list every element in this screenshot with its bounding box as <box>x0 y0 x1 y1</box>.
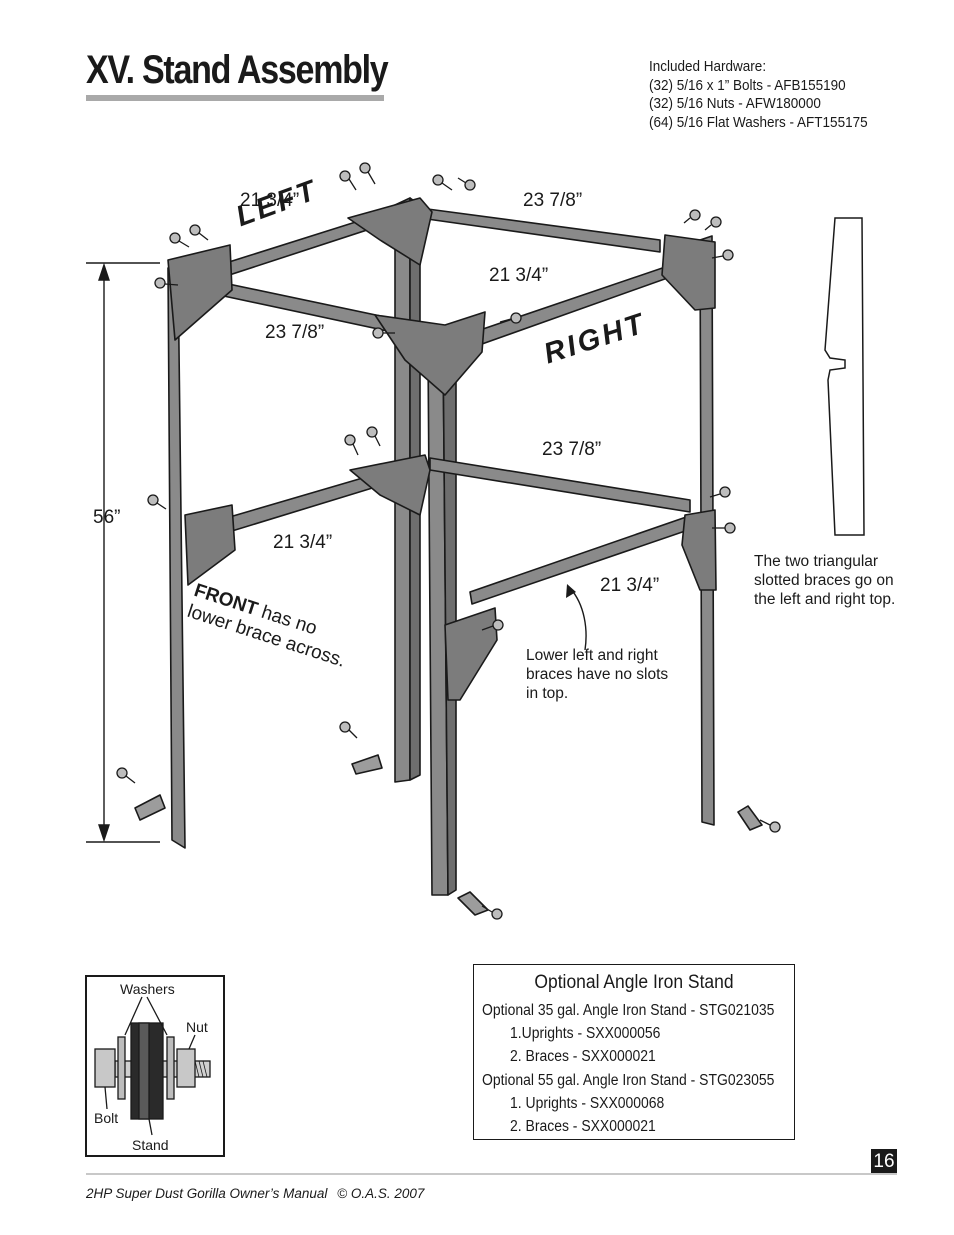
page-title: XV. Stand Assembly <box>86 48 389 92</box>
leader-line <box>146 996 168 1036</box>
foot-bracket <box>457 891 489 916</box>
bolt-icon <box>759 819 781 833</box>
optional-stand-line: 1.Uprights - SXX000056 <box>510 1025 661 1042</box>
footer-copyright: © O.A.S. 2007 <box>337 1186 425 1201</box>
bolt-assembly-diagram <box>94 996 211 1136</box>
top-rear-brace <box>419 207 661 253</box>
optional-stand-box: Optional Angle Iron Stand Optional 35 ga… <box>473 964 795 1140</box>
lower-brace-pointer-arrow <box>566 584 587 651</box>
dim-rear-top: 23 7/8” <box>523 190 583 211</box>
bolt-icon <box>704 216 722 231</box>
bolt-icon <box>366 426 381 447</box>
hardware-item: (32) 5/16 Nuts - AFW180000 <box>649 95 821 112</box>
footer-rule <box>86 1173 897 1175</box>
gusset-front-right-lower <box>444 607 498 701</box>
page-number: 16 <box>871 1149 897 1175</box>
optional-stand-line: 2. Braces - SXX000021 <box>510 1048 656 1065</box>
washer-detail-box: Washers Nut Bolt Stand <box>85 975 225 1157</box>
gusset-rear-right-lower <box>681 509 717 591</box>
gusset-rear-right-top <box>661 234 716 311</box>
bolt-icon <box>189 224 209 241</box>
bolt-icon <box>359 162 376 185</box>
foot-bracket <box>134 794 166 821</box>
washers-label: Washers <box>120 981 175 997</box>
dim-left-lower: 21 3/4” <box>273 532 333 553</box>
front-left-upright <box>167 264 186 849</box>
optional-stand-line: 2. Braces - SXX000021 <box>510 1118 656 1135</box>
gusset-front-right-top <box>374 311 486 396</box>
gusset-front-left-top <box>167 244 233 341</box>
gusset-front-left-lower <box>184 504 236 586</box>
hardware-heading: Included Hardware: <box>649 58 767 75</box>
bolt-icon <box>709 486 731 498</box>
optional-stand-line: Optional 35 gal. Angle Iron Stand - STG0… <box>482 1002 775 1019</box>
bolt-icon <box>712 522 736 534</box>
hardware-item: (64) 5/16 Flat Washers - AFT155175 <box>649 113 868 131</box>
stand-label: Stand <box>132 1137 169 1153</box>
note-line: slotted braces go on <box>754 572 894 589</box>
stand-diagram <box>86 162 865 920</box>
foot-bracket <box>737 805 763 831</box>
gusset-rear-left-top <box>347 197 433 266</box>
dim-front-top: 23 7/8” <box>265 322 325 343</box>
gusset-rear-left-lower <box>349 454 431 516</box>
bolt-icon <box>339 170 357 191</box>
bolt-icon <box>432 174 453 191</box>
bolt-icon <box>339 721 358 739</box>
washer <box>117 1036 126 1100</box>
bolt-icon <box>683 209 701 224</box>
bolt-label: Bolt <box>94 1110 119 1126</box>
bolt-icon <box>116 767 136 784</box>
leader-line <box>124 996 143 1036</box>
dim-left-top: 21 3/4” <box>240 190 300 211</box>
footer: 2HP Super Dust Gorilla Owner’s Manual © … <box>86 1186 424 1201</box>
bolt-icon <box>154 277 179 289</box>
note-line: in top. <box>526 685 569 702</box>
note-line: the left and right top. <box>754 591 896 608</box>
bolt-icon <box>344 434 359 456</box>
hardware-item: (32) 5/16 x 1” Bolts - AFB155190 <box>649 76 846 94</box>
stand-section-highlight <box>138 1022 150 1120</box>
bolt-icon <box>711 249 734 261</box>
note-line: Lower left and right <box>526 647 658 664</box>
bolt-icon <box>147 494 167 510</box>
optional-stand-title: Optional Angle Iron Stand <box>534 972 734 993</box>
foot-bracket <box>351 754 383 775</box>
triangular-slotted-brace-profile <box>824 217 865 536</box>
bolt-icon <box>481 905 503 920</box>
leader-line <box>148 1118 153 1136</box>
leader-line <box>104 1086 108 1110</box>
note-line: The two triangular <box>754 553 879 570</box>
leader-line <box>188 1034 196 1050</box>
washer <box>166 1036 175 1100</box>
bolt-icon <box>372 327 395 339</box>
nut <box>176 1048 196 1088</box>
height-dimension-line <box>86 262 160 843</box>
optional-stand-line: Optional 55 gal. Angle Iron Stand - STG0… <box>482 1072 775 1089</box>
dim-right-lower: 21 3/4” <box>600 575 660 596</box>
dim-rear-lower: 23 7/8” <box>542 439 602 460</box>
triangular-brace-note: The two triangular slotted braces go on … <box>754 552 895 609</box>
optional-stand-line: 1. Uprights - SXX000068 <box>510 1095 665 1112</box>
lower-brace-note: Lower left and right braces have no slot… <box>526 646 668 703</box>
note-line: braces have no slots <box>526 666 669 683</box>
bolt-icon <box>169 232 190 248</box>
lower-rear-brace <box>429 457 691 513</box>
dim-height: 56” <box>93 507 121 528</box>
bolt-icon <box>457 177 476 191</box>
dim-right-top: 21 3/4” <box>489 265 549 286</box>
title-underline <box>86 95 384 101</box>
footer-manual-title: 2HP Super Dust Gorilla Owner’s Manual <box>86 1186 328 1201</box>
bolt-icon <box>499 312 522 324</box>
lower-right-brace <box>469 514 695 605</box>
included-hardware-list: Included Hardware: (32) 5/16 x 1” Bolts … <box>649 58 892 132</box>
bolt-head <box>94 1048 116 1088</box>
bolt-icon <box>481 619 504 631</box>
nut-label: Nut <box>186 1019 208 1035</box>
